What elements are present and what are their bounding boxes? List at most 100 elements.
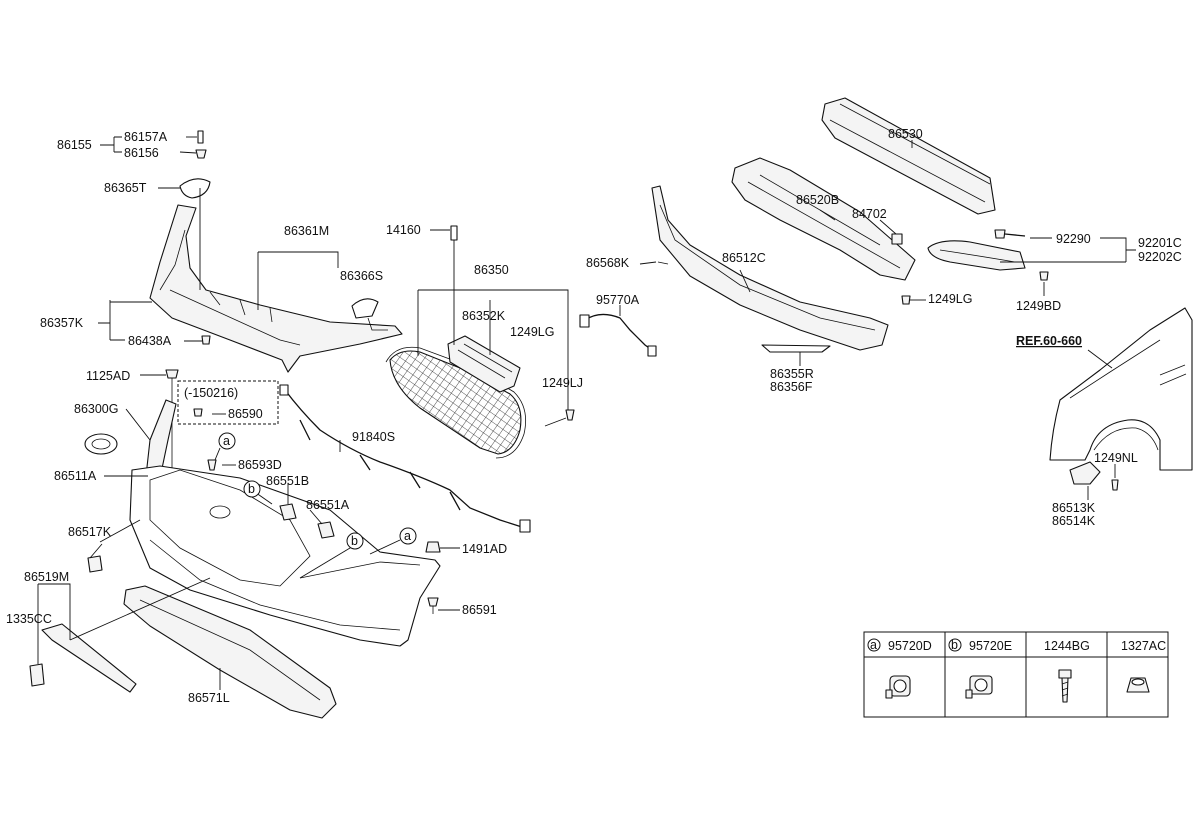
label-86366S: 86366S: [340, 269, 383, 283]
label-86591: 86591: [462, 603, 497, 617]
cap-86517K: [87, 555, 103, 573]
label-1249LG-a: 1249LG: [510, 325, 554, 339]
beam-group: [651, 97, 1049, 353]
label-92202C: 92202C: [1138, 250, 1182, 264]
grille-group: [385, 225, 575, 459]
clip-84702: [891, 233, 903, 245]
pin-86157A: [197, 130, 204, 144]
label-86157A: 86157A: [124, 130, 168, 144]
bolt-86593D: [207, 459, 217, 471]
label-91840S: 91840S: [352, 430, 395, 444]
sensor-icon: [885, 675, 911, 699]
emblem-86300G: [84, 433, 118, 455]
label-86513K: 86513K: [1052, 501, 1096, 515]
label-14160: 14160: [386, 223, 421, 237]
screw-1249LG-b: [901, 295, 911, 305]
label-86355R: 86355R: [770, 367, 814, 381]
clip-86156: [195, 149, 207, 159]
callout-b-1: b: [243, 480, 261, 498]
legend-marker-a: a: [870, 638, 877, 652]
label-86519M: 86519M: [24, 570, 69, 584]
label-1249LJ: 1249LJ: [542, 376, 583, 390]
clip-1335CC: [29, 663, 45, 687]
wire-95770A: [579, 305, 657, 357]
legend-code-1244BG: 1244BG: [1044, 639, 1090, 653]
label-84702: 84702: [852, 207, 887, 221]
grille-86350: [389, 350, 522, 455]
label-92290: 92290: [1056, 232, 1091, 246]
fender-ref: [1049, 307, 1193, 471]
bracket-86352K: [447, 335, 521, 393]
bracket-86519M: [41, 623, 137, 693]
beam-86530: [821, 97, 996, 215]
nut-1491AD: [425, 541, 441, 553]
screw-1249NL: [1111, 479, 1119, 491]
label-86517K: 86517K: [68, 525, 112, 539]
liner-86513K: [1069, 461, 1101, 485]
label-86365T: 86365T: [104, 181, 147, 195]
legend-code-95720D: 95720D: [888, 639, 932, 653]
upper-left-leaders: [98, 136, 339, 342]
label-86300G: 86300G: [74, 402, 118, 416]
bracket-86551B: [279, 503, 297, 521]
svg-text:a: a: [404, 529, 411, 543]
label-1249NL: 1249NL: [1094, 451, 1138, 465]
label-86551A: 86551A: [306, 498, 350, 512]
screw-1249BD: [1039, 271, 1049, 281]
variant-box-150216: [177, 380, 279, 425]
legend-code-1327AC: 1327AC: [1121, 639, 1166, 653]
nut-icon: [1126, 677, 1150, 693]
callout-a-1: a: [218, 432, 236, 450]
label-86356F: 86356F: [770, 380, 813, 394]
label-86512C: 86512C: [722, 251, 766, 265]
bolt-14160: [450, 225, 458, 241]
svg-text:a: a: [223, 434, 230, 448]
label-1249LG-b: 1249LG: [928, 292, 972, 306]
legend-table: a 95720D b 95720E 1244BG 1327AC: [863, 631, 1169, 718]
callout-b-2: b: [346, 532, 364, 550]
label-150216: (-150216): [184, 386, 238, 400]
bumper-cover: [129, 465, 441, 647]
label-1249BD: 1249BD: [1016, 299, 1061, 313]
label-86520B: 86520B: [796, 193, 839, 207]
label-1491AD: 1491AD: [462, 542, 507, 556]
part-86366S: [351, 298, 379, 319]
legend-marker-b: b: [951, 638, 958, 652]
beam-leaders: [639, 140, 1136, 366]
absorber-86512C: [651, 185, 889, 351]
label-86352K: 86352K: [462, 309, 506, 323]
label-92201C: 92201C: [1138, 236, 1182, 250]
upper-bracket-group: [149, 130, 403, 373]
label-86350: 86350: [474, 263, 509, 277]
sensor-bracket-icon: [965, 675, 993, 699]
clip-86438A: [201, 335, 211, 345]
label-86155: 86155: [57, 138, 92, 152]
label-ref-60-660: REF.60-660: [1016, 334, 1082, 348]
svg-text:b: b: [248, 482, 255, 496]
member-86361M: [149, 204, 403, 373]
legend-code-95720E: 95720E: [969, 639, 1012, 653]
label-86511A: 86511A: [54, 469, 97, 483]
label-86593D: 86593D: [238, 458, 282, 472]
label-86568K: 86568K: [586, 256, 630, 270]
cover-86365T: [179, 178, 211, 199]
grille-leaders: [417, 229, 569, 410]
label-86571L: 86571L: [188, 691, 230, 705]
label-1335CC: 1335CC: [6, 612, 52, 626]
strip-86355R: [761, 344, 831, 353]
screw-1249LJ: [565, 409, 575, 421]
label-86156: 86156: [124, 146, 159, 160]
fender-group: [1049, 307, 1193, 500]
socket-92290: [994, 229, 1006, 239]
clip-86590: [193, 408, 203, 417]
bumper-leaders: [37, 374, 460, 690]
label-86357K: 86357K: [40, 316, 84, 330]
bolt-1125AD: [165, 369, 179, 379]
bolt-icon: [1058, 669, 1072, 703]
bumper-group: [29, 369, 531, 719]
label-86514K: 86514K: [1052, 514, 1096, 528]
label-95770A: 95770A: [596, 293, 640, 307]
clip-86568K: [657, 261, 669, 265]
label-1125AD: 1125AD: [86, 369, 130, 383]
